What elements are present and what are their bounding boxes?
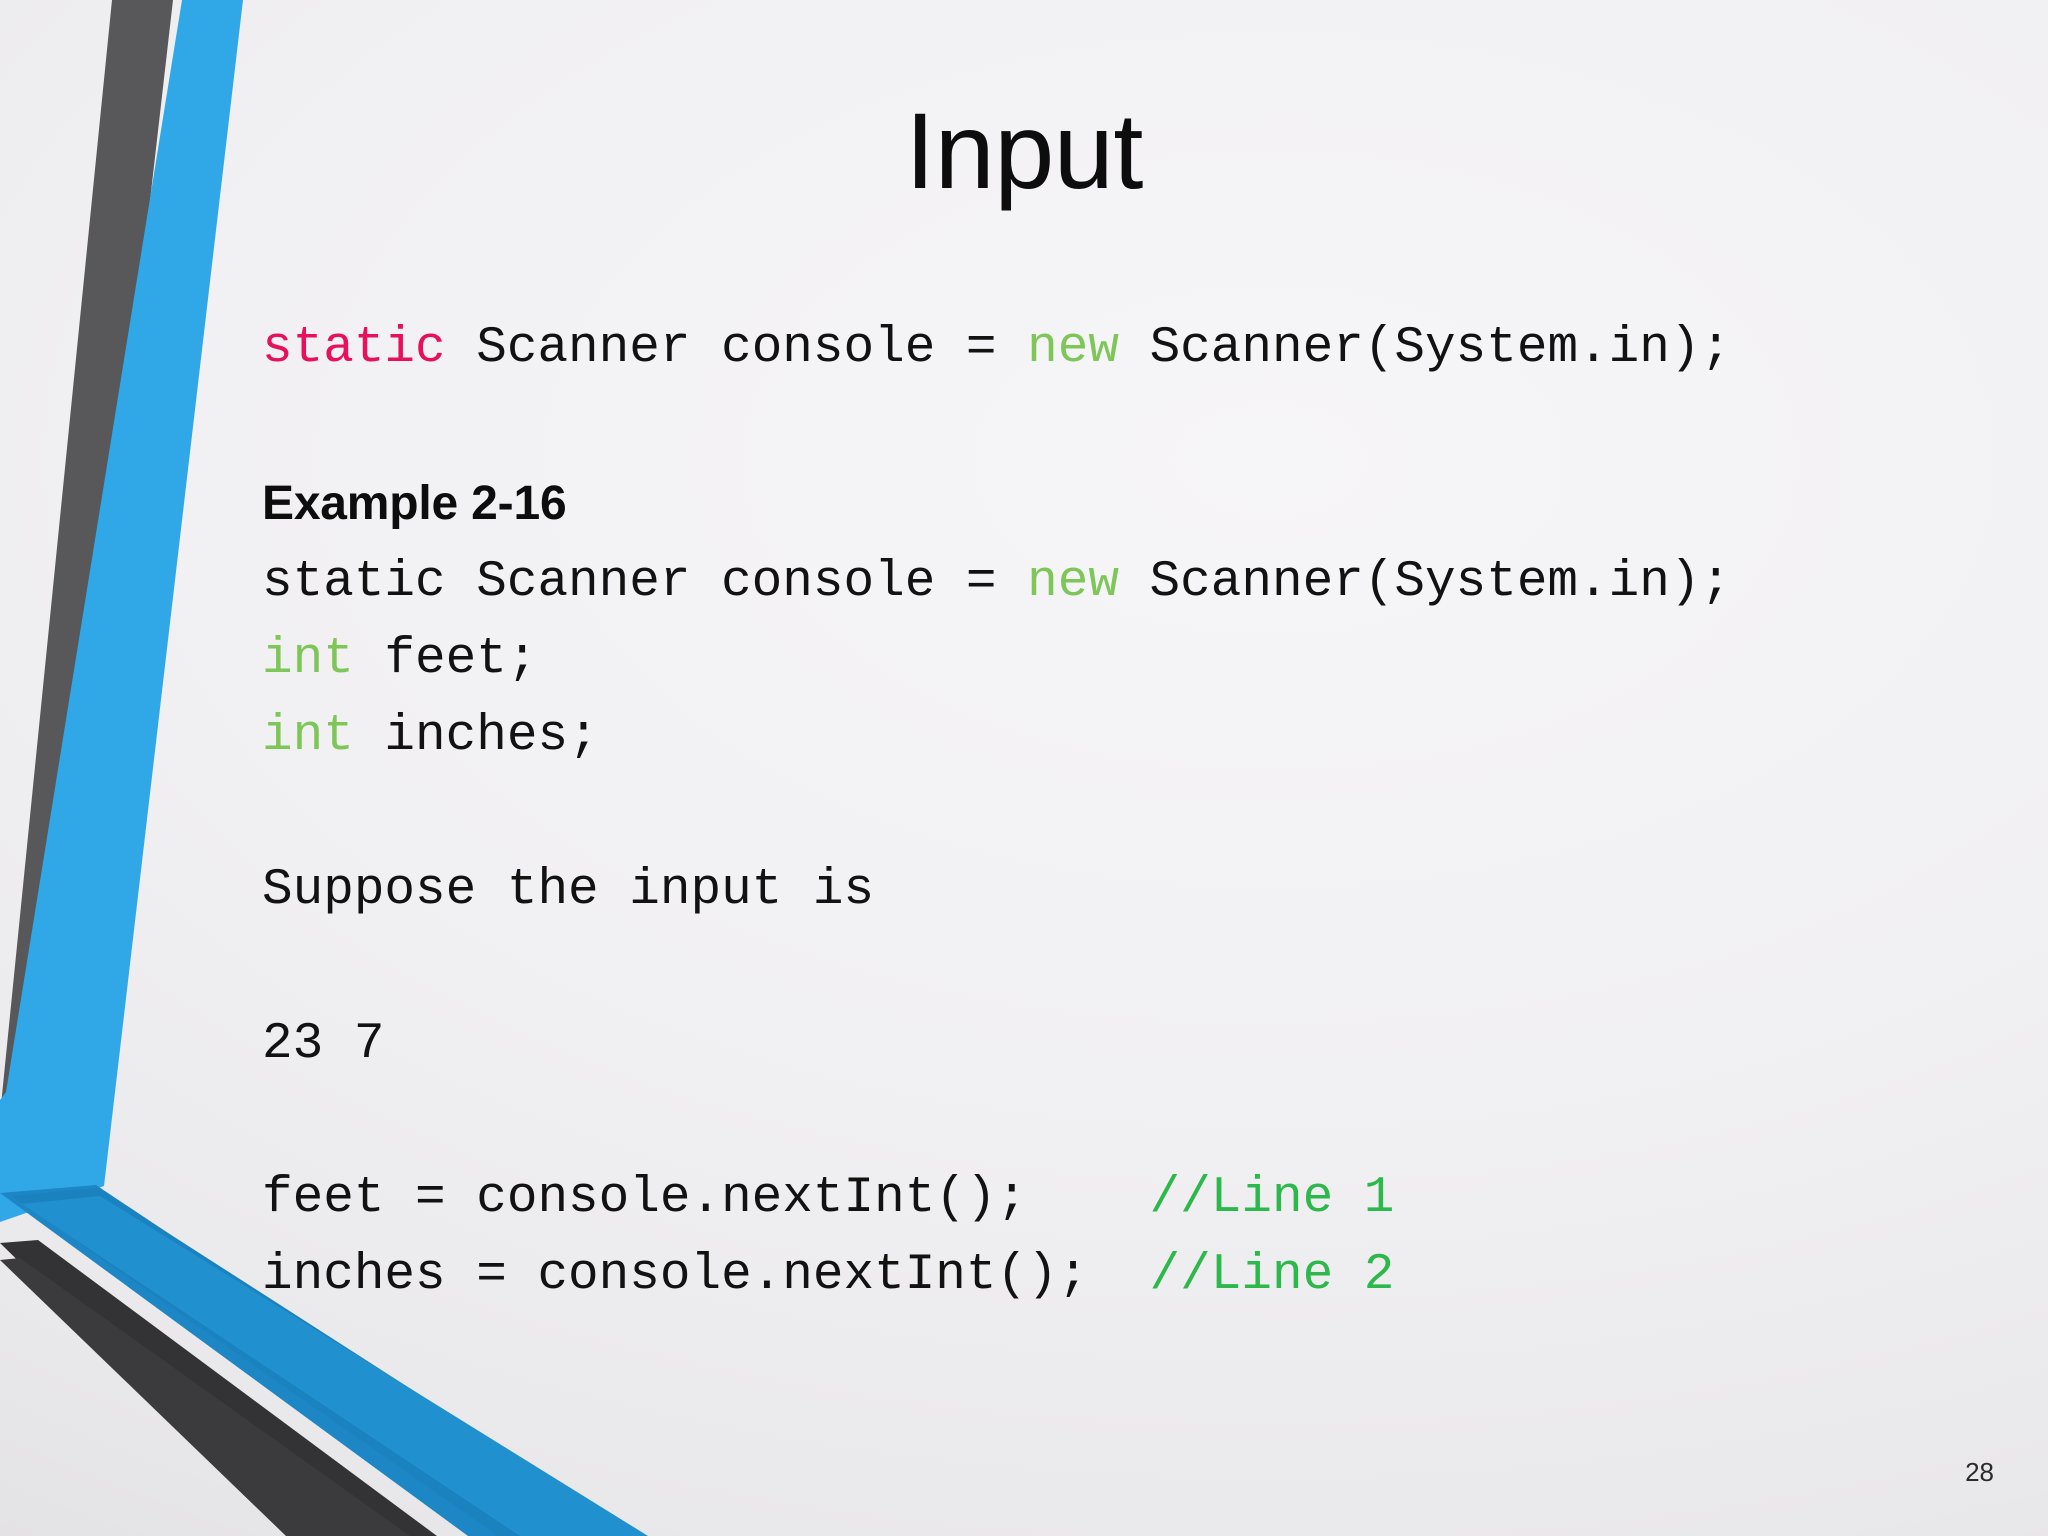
example-heading: Example 2-16 [262,477,567,530]
code-segment-int-feet-line-0: int [262,631,354,688]
keyword-static: static [262,320,446,377]
code-segment-static-scanner-line-2: Scanner(System.in); [1118,554,1732,611]
code-segment-blank-1-0 [262,785,293,842]
code-line-blank-3 [262,1083,1902,1160]
code-segment-suppose-line-0: Suppose the input is [262,862,875,919]
code-segment-static-scanner-line-0: static Scanner console = [262,554,1028,611]
code-line-static-scanner-line: static Scanner console = new Scanner(Sys… [262,544,1902,621]
code-line-input-values-line: 23 7 [262,1006,1902,1083]
slide-body: static Scanner console = new Scanner(Sys… [262,310,1902,1314]
code-segment-static-scanner-line-1: new [1027,554,1119,611]
code-text-b: Scanner(System.in); [1118,320,1732,377]
code-line-inches-assign-line: inches = console.nextInt(); //Line 2 [262,1237,1902,1314]
code-line-top-snippet: static Scanner console = new Scanner(Sys… [262,310,1902,387]
code-line-int-feet-line: int feet; [262,621,1902,698]
code-block: static Scanner console = new Scanner(Sys… [262,544,1902,1314]
code-segment-inches-assign-line-0: inches = console.nextInt(); [262,1247,1150,1304]
code-line-blank-1 [262,775,1902,852]
slide-title: Input [905,90,1143,211]
code-text-a: Scanner console = [445,320,1028,377]
code-line-int-inches-line: int inches; [262,698,1902,775]
keyword-new: new [1027,320,1119,377]
code-line-blank-2 [262,929,1902,1006]
code-segment-inches-assign-line-1: //Line 2 [1149,1247,1395,1304]
code-segment-input-values-line-0: 23 7 [262,1016,385,1073]
code-segment-int-inches-line-0: int [262,708,354,765]
code-segment-feet-assign-line-0: feet = console.nextInt(); [262,1170,1150,1227]
code-segment-int-inches-line-1: inches; [353,708,599,765]
code-segment-feet-assign-line-1: //Line 1 [1149,1170,1395,1227]
page-number: 28 [1965,1457,1994,1487]
code-line-feet-assign-line: feet = console.nextInt(); //Line 1 [262,1160,1902,1237]
code-segment-int-feet-line-1: feet; [353,631,538,688]
code-segment-blank-3-0 [262,1093,293,1150]
code-segment-blank-2-0 [262,939,293,996]
code-spacer-top [262,387,1902,464]
code-line-suppose-line: Suppose the input is [262,852,1902,929]
